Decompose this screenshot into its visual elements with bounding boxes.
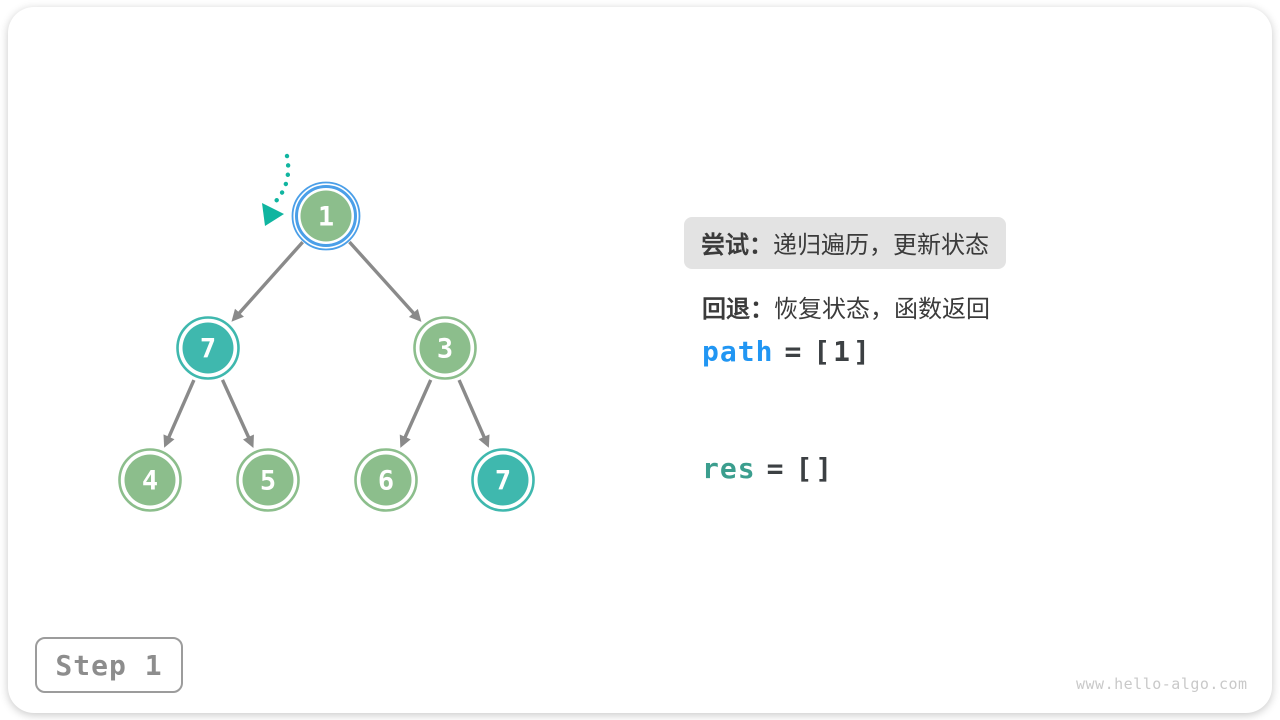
tree-edge <box>348 240 422 322</box>
watermark: www.hello-algo.com <box>1076 675 1248 693</box>
path-equals: = <box>784 335 803 368</box>
node-value: 5 <box>260 466 276 497</box>
try-text: 递归遍历，更新状态 <box>773 232 989 259</box>
res-value: [] <box>795 452 836 485</box>
pointer-dotted-curve <box>273 153 291 204</box>
tree-edge <box>399 379 433 448</box>
res-variable-name: res <box>702 452 756 485</box>
path-variable-line: path = [1] <box>702 335 873 368</box>
node-value: 7 <box>495 466 511 497</box>
tree-node-5: 5 <box>236 448 300 512</box>
pointer-arrowhead-icon <box>262 203 284 226</box>
tree-node-3: 3 <box>413 316 477 380</box>
tree-nodes: 1 7 3 4 5 6 7 <box>118 181 535 512</box>
res-variable-line: res = [] <box>702 452 835 485</box>
node-value: 1 <box>318 202 334 233</box>
node-value: 7 <box>200 334 216 365</box>
tree-edges <box>163 240 490 448</box>
step-badge: Step 1 <box>35 637 183 693</box>
try-annotation: 尝试：递归遍历，更新状态 <box>684 217 1006 269</box>
node-value: 6 <box>378 466 394 497</box>
try-label: 尝试： <box>701 232 773 259</box>
node-value: 4 <box>142 466 158 497</box>
tree-node-4: 4 <box>118 448 182 512</box>
tree-edge <box>163 379 196 448</box>
tree-node-6: 6 <box>354 448 418 512</box>
tree-node-1: 1 <box>291 181 361 251</box>
path-value: [1] <box>813 335 873 368</box>
res-equals: = <box>766 452 785 485</box>
figure-card: 1 7 3 4 5 6 7 尝试：递归遍历，更新状态 回退：恢复状态，函数返回 path = [… <box>8 7 1272 713</box>
path-variable-name: path <box>702 335 774 368</box>
current-node-pointer <box>262 153 291 226</box>
backtrack-text: 恢复状态，函数返回 <box>774 296 990 323</box>
tree-edge <box>457 379 490 448</box>
tree-edge <box>220 379 254 448</box>
tree-edge <box>231 240 304 322</box>
tree-node-7: 7 <box>176 316 240 380</box>
tree-node-7: 7 <box>471 448 535 512</box>
backtrack-annotation: 回退：恢复状态，函数返回 <box>702 289 990 324</box>
node-value: 3 <box>437 334 453 365</box>
backtrack-label: 回退： <box>702 296 774 323</box>
binary-tree-diagram: 1 7 3 4 5 6 7 <box>118 153 535 512</box>
